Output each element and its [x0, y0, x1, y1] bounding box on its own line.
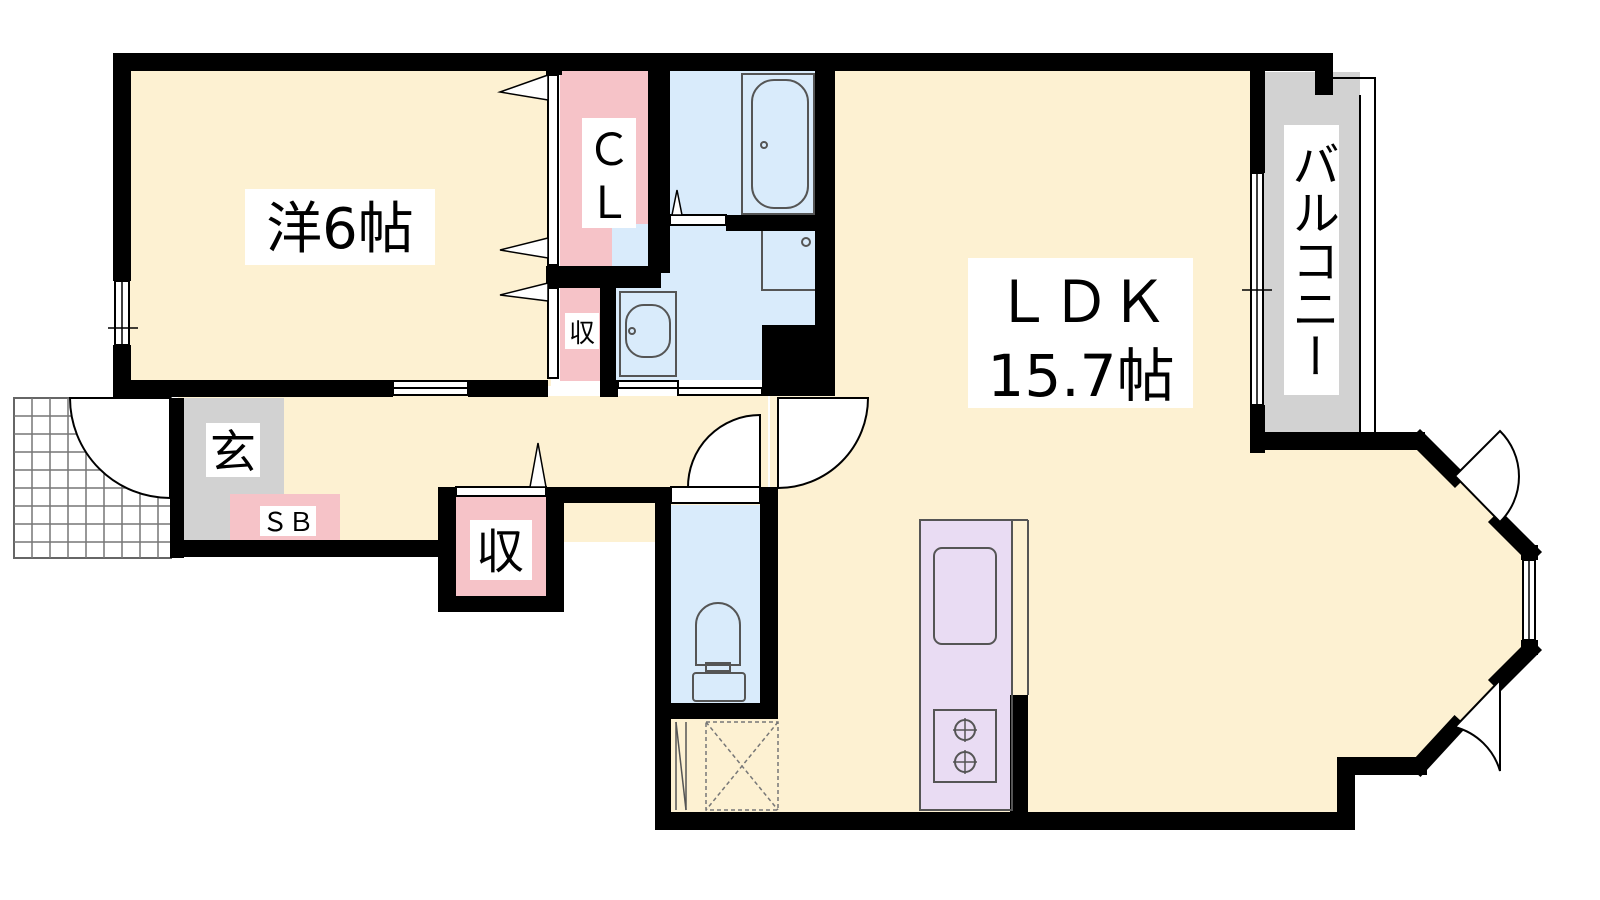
sliding-doors	[392, 74, 763, 504]
closet-label-line1: Ｃ	[587, 125, 631, 176]
ldk-label-line2: 15.7帖	[987, 342, 1174, 410]
bathtub	[741, 73, 815, 215]
small-storage-label: 収	[569, 319, 595, 349]
ldk-label-line1: ＬＤＫ	[994, 268, 1168, 336]
shoe-box-label: ＳＢ	[262, 508, 314, 538]
hall-storage-label: 収	[476, 524, 524, 580]
balcony-railing	[1333, 77, 1376, 432]
walls	[113, 53, 1427, 830]
door-swing-marks	[497, 73, 683, 488]
toilet	[692, 602, 746, 702]
washbasin	[619, 291, 677, 377]
balcony-label: バルコニー	[1283, 140, 1339, 380]
storage-space	[705, 721, 779, 811]
western-room-label: 洋6帖	[266, 197, 414, 262]
washing-machine-space	[761, 231, 815, 291]
bathroom-floor	[668, 70, 826, 217]
ldk-floor	[663, 63, 1530, 820]
kitchen-fixtures	[919, 519, 1029, 811]
pipe-shaft	[675, 721, 687, 811]
entrance-label: 玄	[210, 425, 256, 479]
closet-label-line2: Ｌ	[587, 178, 631, 229]
doors	[68, 397, 1520, 772]
